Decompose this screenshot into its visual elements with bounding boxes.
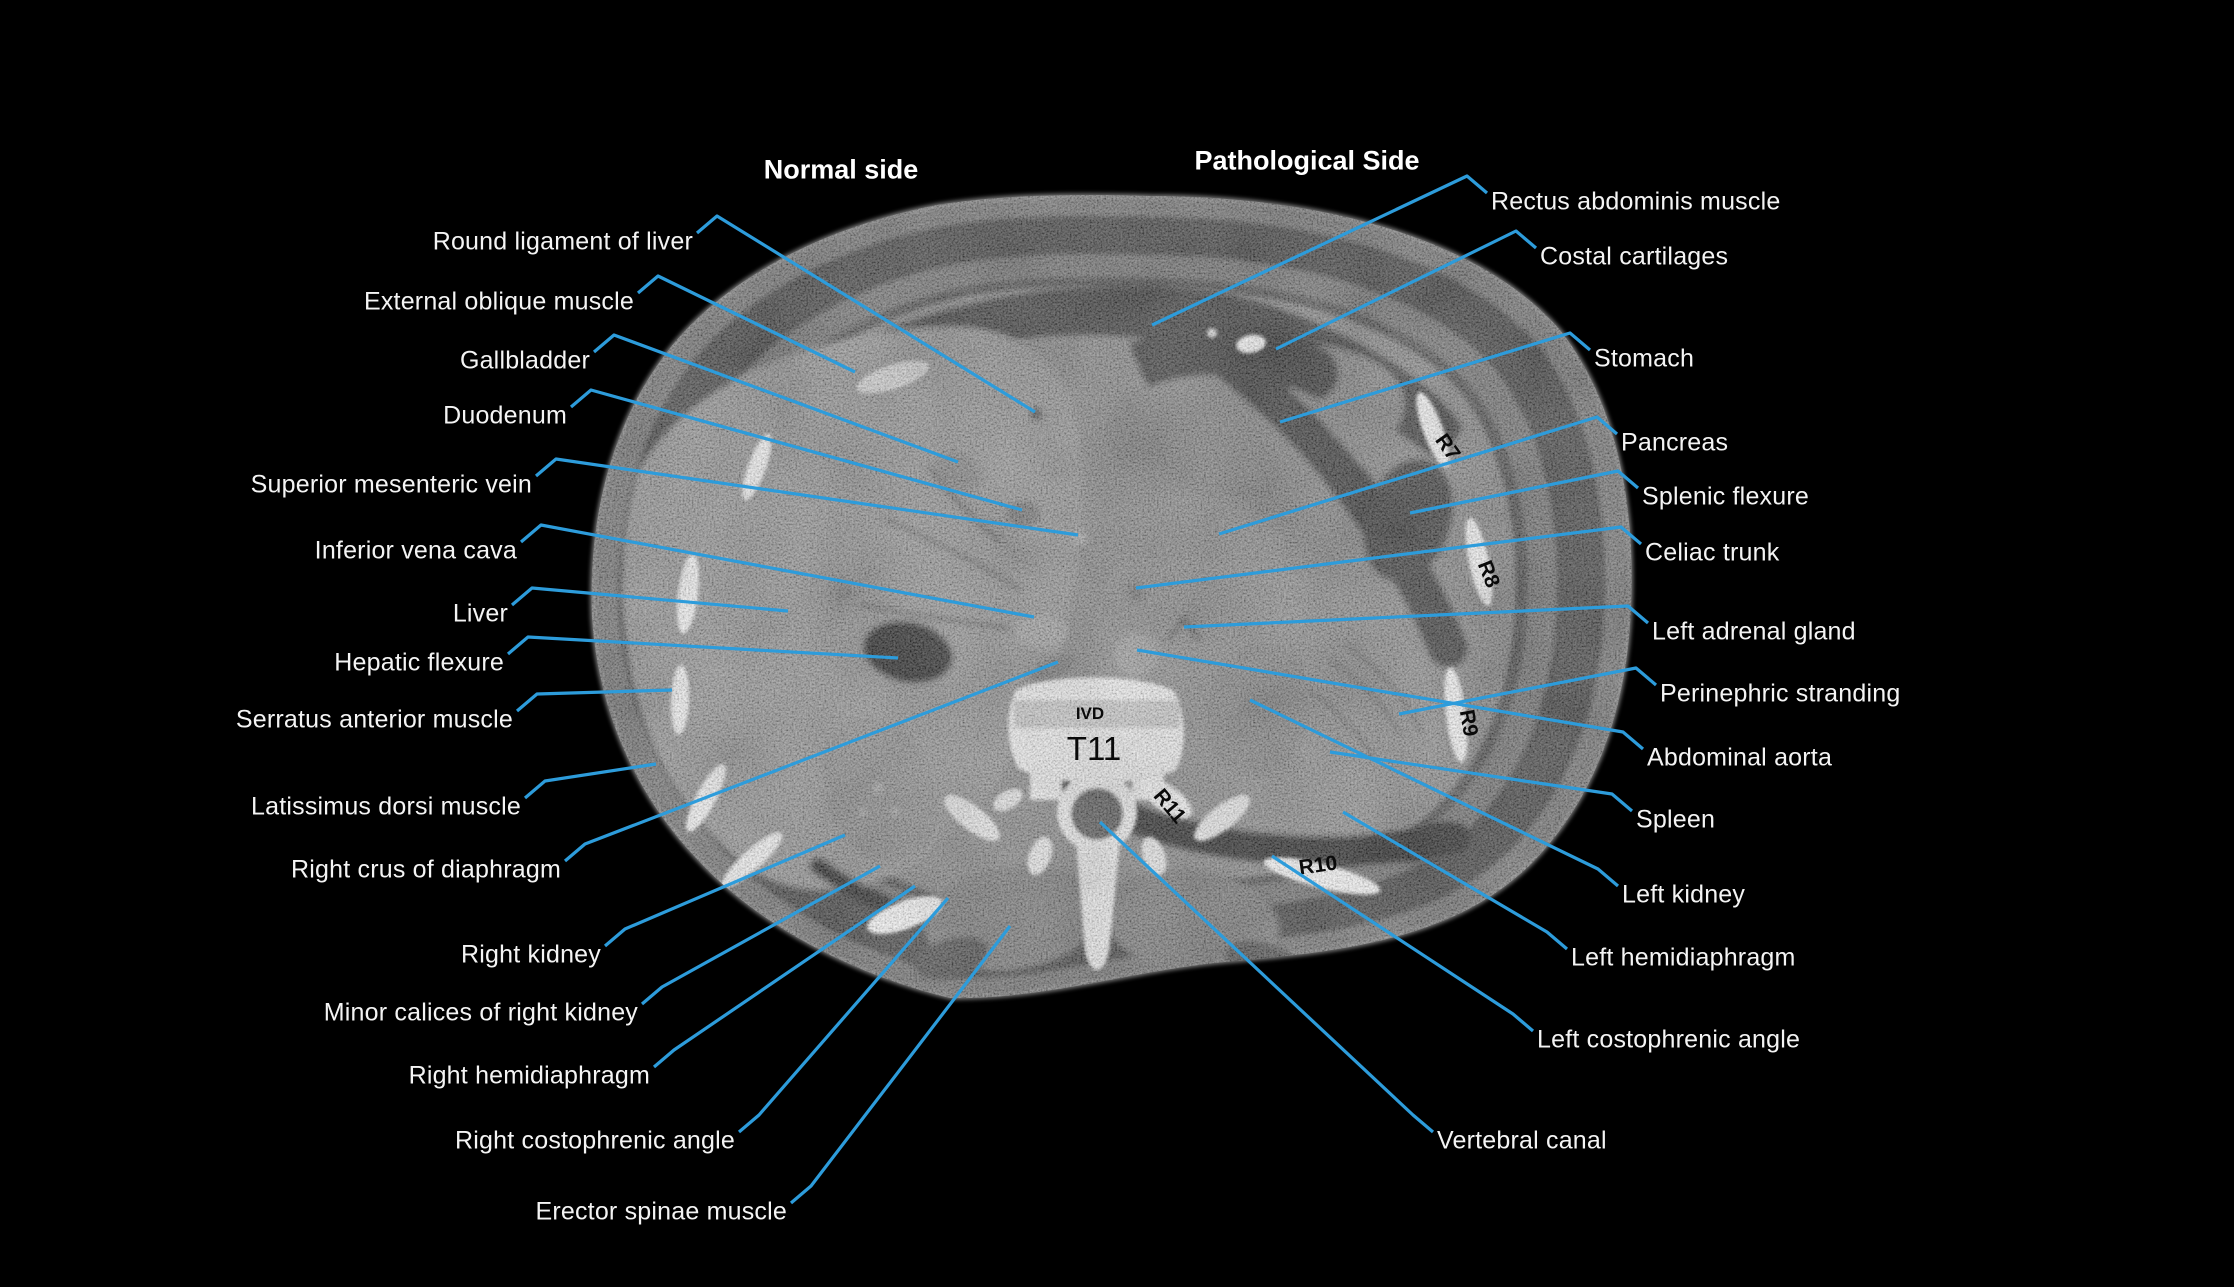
label-superior-mesenteric-vein: Superior mesenteric vein bbox=[250, 470, 532, 499]
label-external-oblique-muscle: External oblique muscle bbox=[363, 287, 634, 316]
label-hepatic-flexure: Hepatic flexure bbox=[334, 648, 504, 677]
leader-right-hemidiaphragm bbox=[652, 884, 916, 1069]
label-inferior-vena-cava: Inferior vena cava bbox=[314, 536, 517, 565]
leader-splenic-flexure bbox=[1409, 469, 1640, 515]
label-left-kidney: Left kidney bbox=[1622, 880, 1746, 909]
leader-right-crus bbox=[563, 660, 1059, 863]
leader-vertebral-canal bbox=[1098, 820, 1435, 1134]
leader-stomach bbox=[1279, 331, 1592, 424]
leader-pancreas bbox=[1218, 415, 1619, 536]
leader-left-kidney bbox=[1249, 698, 1620, 888]
leader-liver bbox=[510, 586, 789, 613]
leader-right-costophrenic-angle bbox=[737, 896, 950, 1134]
label-perinephric-stranding: Perinephric stranding bbox=[1660, 679, 1901, 708]
rib-label-r9: R9 bbox=[1455, 708, 1482, 738]
label-costal-cartilages: Costal cartilages bbox=[1540, 242, 1729, 271]
label-round-ligament-of-liver: Round ligament of liver bbox=[432, 227, 693, 256]
header-pathological-side: Pathological Side bbox=[1194, 145, 1420, 176]
leader-superior-mesenteric-vein bbox=[534, 457, 1079, 537]
leader-latissimus-dorsi bbox=[523, 762, 657, 800]
leader-minor-calices bbox=[640, 864, 881, 1006]
label-splenic-flexure: Splenic flexure bbox=[1642, 482, 1809, 511]
leader-right-kidney bbox=[603, 833, 846, 948]
label-erector-spinae-muscle: Erector spinae muscle bbox=[535, 1197, 787, 1226]
label-right-crus-of-diaphragm: Right crus of diaphragm bbox=[290, 855, 561, 884]
leader-inferior-vena-cava bbox=[519, 523, 1035, 619]
label-right-hemidiaphragm: Right hemidiaphragm bbox=[408, 1061, 650, 1090]
leader-erector-spinae bbox=[789, 925, 1012, 1205]
leader-spleen bbox=[1329, 750, 1634, 813]
leader-round-ligament bbox=[695, 214, 1036, 414]
label-spleen: Spleen bbox=[1636, 805, 1716, 834]
label-right-costophrenic-angle: Right costophrenic angle bbox=[455, 1126, 735, 1155]
label-left-costophrenic-angle: Left costophrenic angle bbox=[1537, 1025, 1801, 1054]
label-serratus-anterior-muscle: Serratus anterior muscle bbox=[235, 705, 513, 734]
label-latissimus-dorsi-muscle: Latissimus dorsi muscle bbox=[251, 792, 521, 821]
label-abdominal-aorta: Abdominal aorta bbox=[1647, 743, 1833, 772]
leader-left-adrenal bbox=[1183, 604, 1650, 629]
leader-celiac-trunk bbox=[1135, 525, 1643, 590]
label-duodenum: Duodenum bbox=[443, 401, 567, 430]
header-normal-side: Normal side bbox=[763, 154, 919, 185]
label-left-hemidiaphragm: Left hemidiaphragm bbox=[1571, 943, 1796, 972]
rib-label-r10: R10 bbox=[1297, 851, 1338, 879]
label-minor-calices-right-kidney: Minor calices of right kidney bbox=[323, 998, 638, 1027]
leader-gallbladder bbox=[592, 333, 959, 464]
label-rectus-abdominis-muscle: Rectus abdominis muscle bbox=[1491, 187, 1781, 216]
leader-left-costophrenic-angle bbox=[1271, 854, 1535, 1033]
leader-abdominal-aorta bbox=[1136, 648, 1645, 751]
leader-left-hemidiaphragm bbox=[1342, 810, 1569, 951]
label-pancreas: Pancreas bbox=[1621, 428, 1729, 457]
ivd-label: IVD bbox=[1076, 704, 1104, 723]
leader-serratus-anterior bbox=[515, 688, 673, 713]
leader-costal-cartilages bbox=[1275, 229, 1538, 351]
label-vertebral-canal: Vertebral canal bbox=[1437, 1126, 1607, 1155]
leader-lines bbox=[506, 174, 1658, 1205]
leader-rectus-abdominis bbox=[1151, 174, 1489, 327]
label-left-adrenal-gland: Left adrenal gland bbox=[1652, 617, 1856, 646]
label-gallbladder: Gallbladder bbox=[459, 346, 590, 375]
leader-duodenum bbox=[569, 388, 1023, 512]
label-liver: Liver bbox=[452, 599, 508, 628]
label-stomach: Stomach bbox=[1594, 344, 1695, 373]
leader-external-oblique bbox=[636, 274, 856, 374]
label-right-kidney: Right kidney bbox=[461, 940, 601, 969]
leader-perinephric-stranding bbox=[1398, 666, 1658, 716]
leader-hepatic-flexure bbox=[506, 635, 899, 660]
vertebra-level-label: T11 bbox=[1067, 730, 1121, 767]
label-celiac-trunk: Celiac trunk bbox=[1645, 538, 1780, 567]
